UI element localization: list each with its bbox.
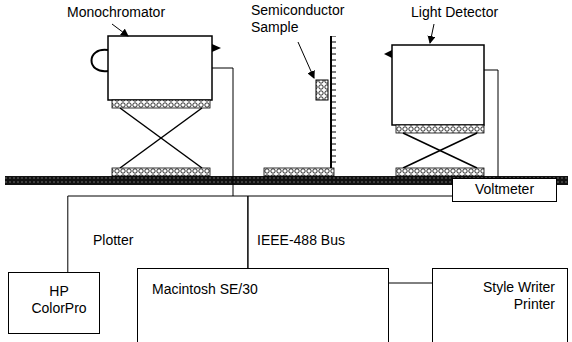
part-name: Light Detector [410, 4, 499, 21]
monochromator-cable [212, 68, 233, 196]
detector-cable [484, 70, 498, 178]
box-text: Style Writer Printer [457, 279, 555, 313]
box-text: Macintosh SE/30 [152, 281, 374, 298]
box-text: Voltmeter [457, 181, 552, 198]
part-name: Monochromator [66, 4, 166, 21]
callout-arrow [112, 24, 128, 36]
bus-cable [389, 283, 432, 284]
bus-cable [248, 196, 452, 268]
bus-label: IEEE-488 Bus [256, 232, 346, 249]
box-text: HP ColorPro [21, 283, 97, 317]
monochromator-drawing [92, 36, 222, 176]
sample-stand [264, 14, 336, 176]
instrument-box: Voltmeter [452, 178, 557, 202]
plotter-box: HP ColorPro [8, 272, 100, 334]
light-detector-drawing [384, 45, 484, 176]
computer-box: Macintosh SE/30 [137, 268, 389, 342]
callout-arrow [430, 24, 434, 43]
bus-cable [68, 196, 248, 272]
printer-box: Style Writer Printer [432, 268, 568, 342]
part-name: Semiconductor Sample [250, 2, 360, 36]
callout-arrow [298, 42, 314, 78]
bus-label: Plotter [92, 232, 134, 249]
